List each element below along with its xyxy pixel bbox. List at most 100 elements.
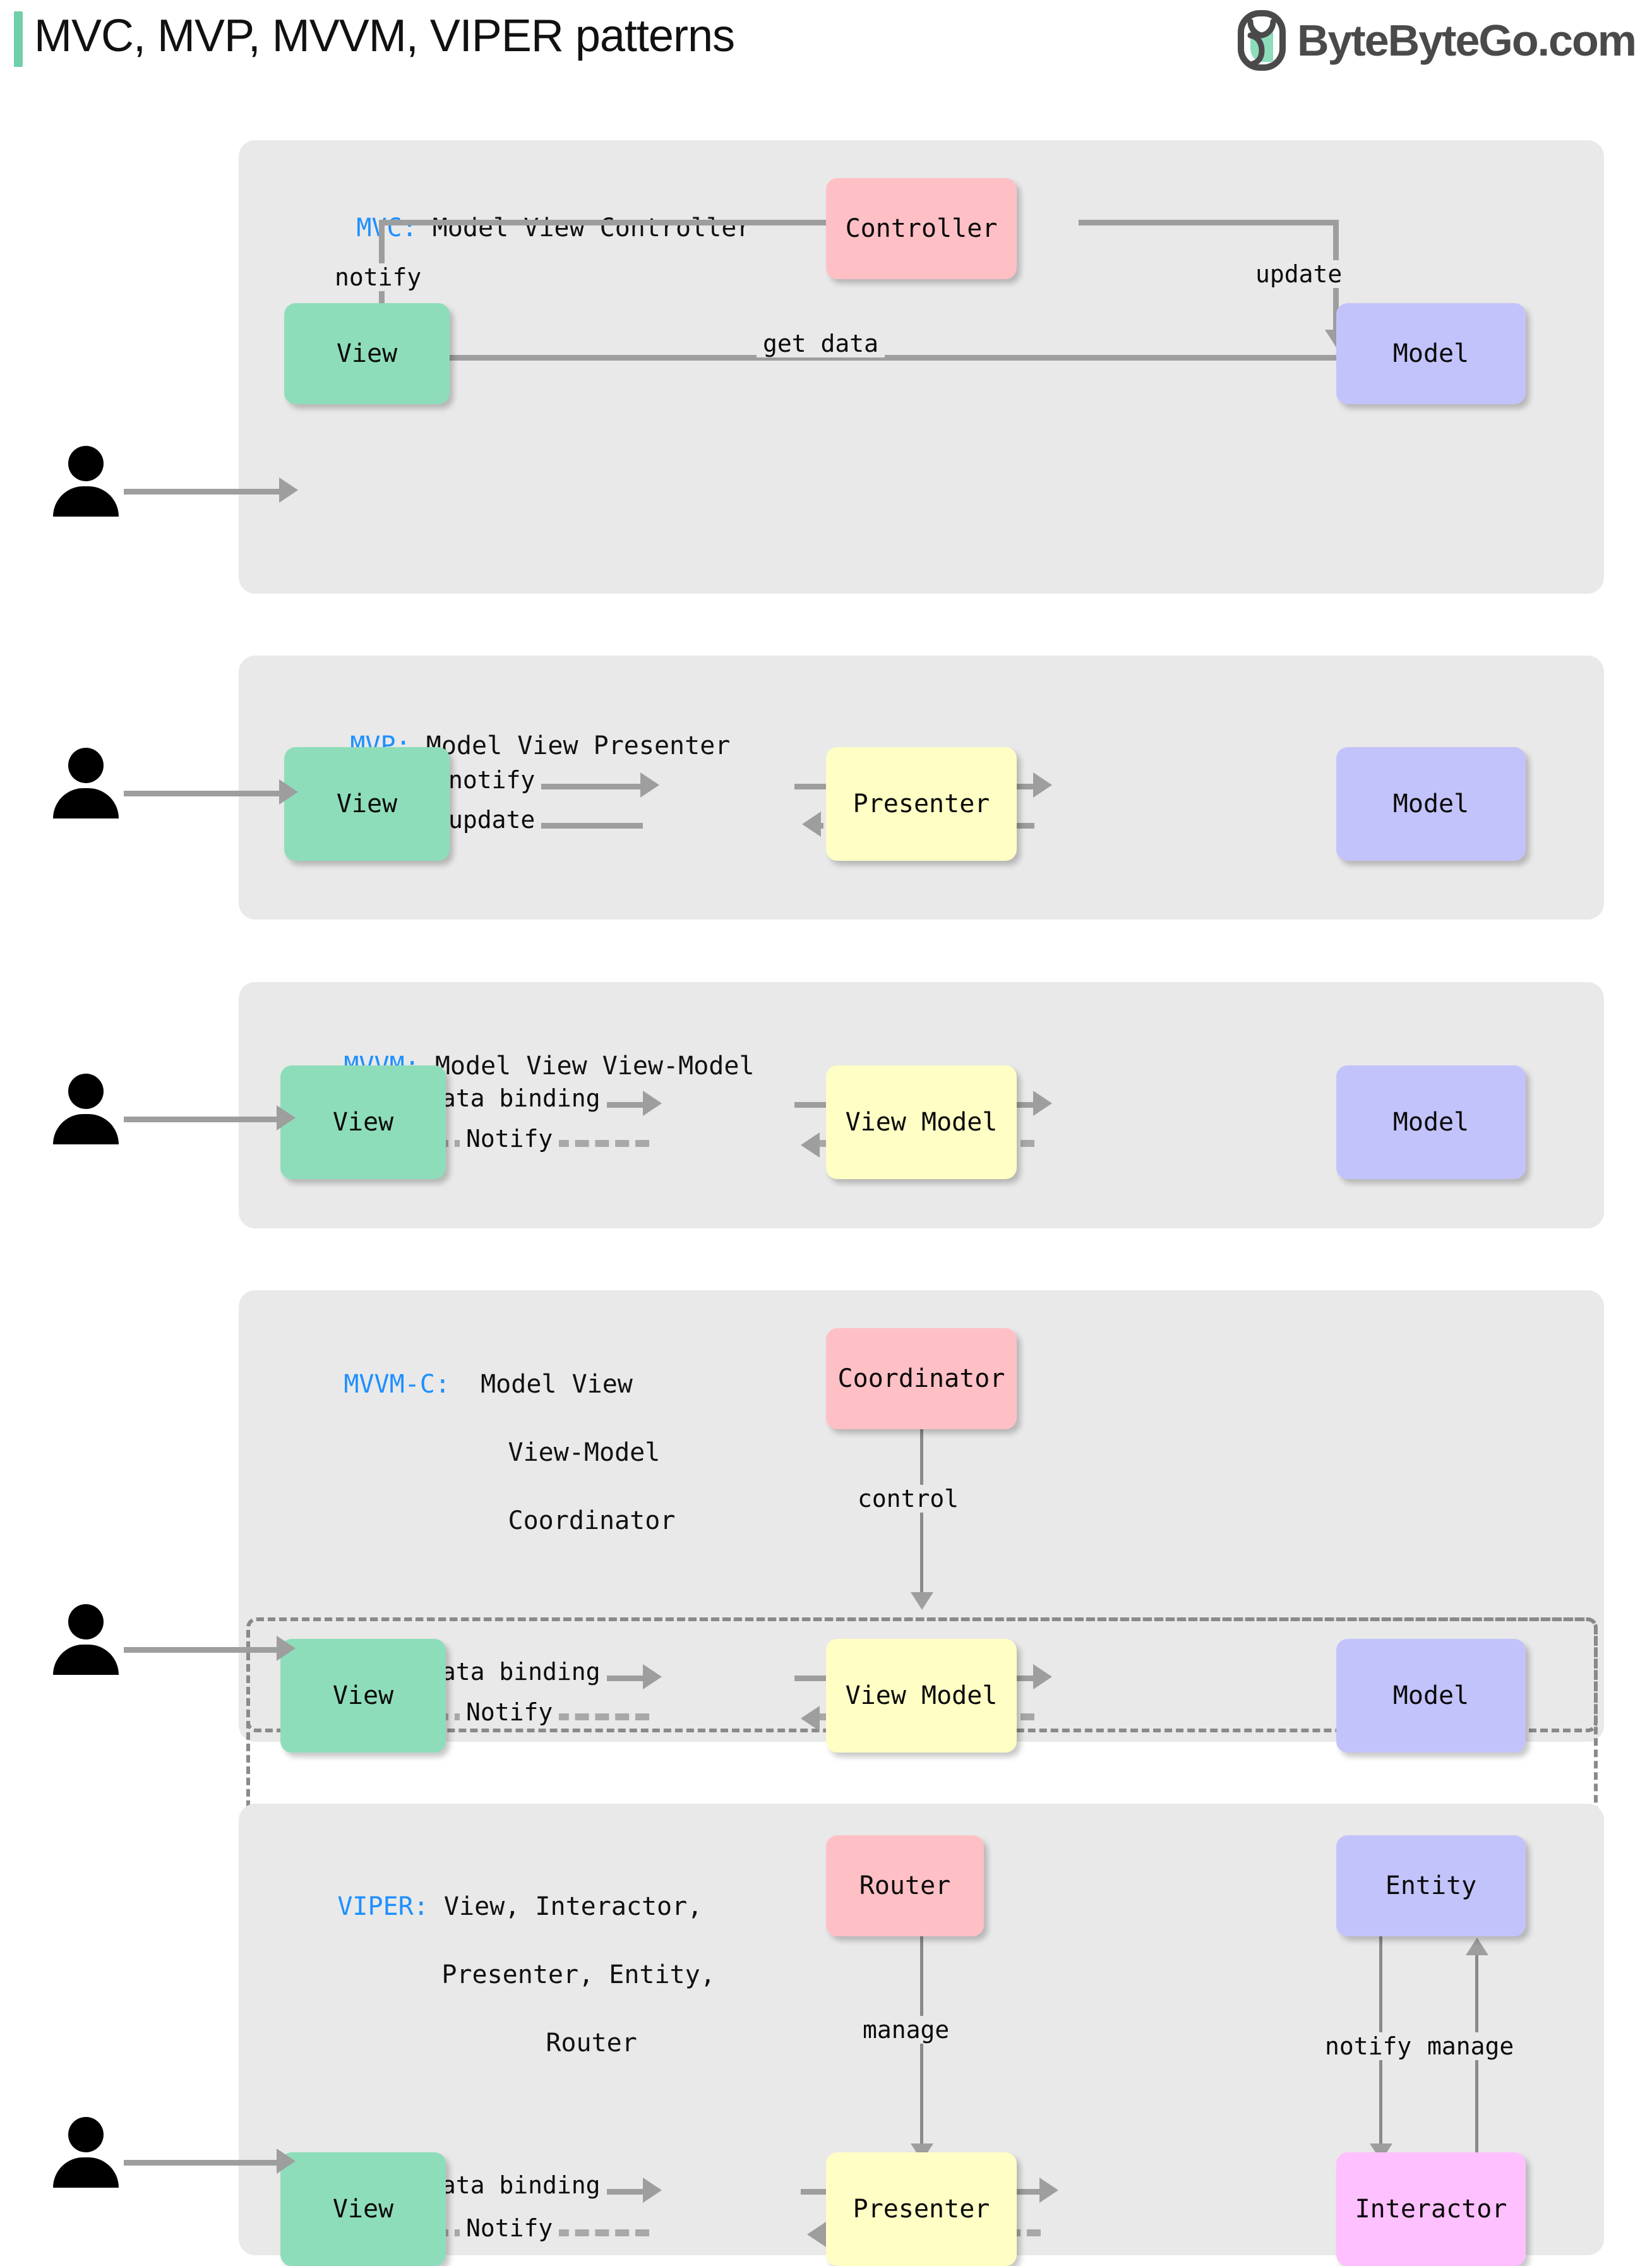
viper-edge-label-manage-router: manage	[856, 2016, 956, 2044]
user-person-icon-mvc	[53, 446, 119, 517]
mvc-edge-label-getdata: get data	[757, 330, 885, 357]
user-person-icon-viper	[53, 2117, 119, 2188]
node-mvc-controller[interactable]: Controller	[826, 178, 1017, 279]
node-mvvm-model-label: Model	[1392, 1108, 1469, 1137]
mvvmc-edge-label-notify-left: Notify	[460, 1698, 560, 1726]
section-mvc-title: Model View Controller	[417, 213, 752, 243]
section-mvc-label: MVC: Model View Controller	[296, 177, 751, 279]
node-mvvmc-model[interactable]: Model	[1336, 1639, 1526, 1753]
node-mvp-presenter[interactable]: Presenter	[826, 747, 1017, 861]
mvp-notify-arrowhead	[640, 772, 659, 798]
node-viper-router-label: Router	[859, 1871, 951, 1900]
node-viper-entity[interactable]: Entity	[1336, 1835, 1526, 1936]
person-head-icon	[68, 2117, 104, 2152]
person-body-icon	[53, 1645, 119, 1675]
node-mvvmc-viewmodel[interactable]: View Model	[826, 1639, 1017, 1753]
mvp-user-to-view-line	[124, 791, 282, 796]
node-mvp-presenter-label: Presenter	[853, 789, 990, 818]
section-mvvmc-label: MVVM-C: Model View View-Model Coordinato…	[283, 1333, 675, 1572]
section-mvp-label: MVP: Model View Presenter	[289, 695, 730, 797]
mvc-getdata-hline	[447, 355, 1338, 361]
node-viper-entity-label: Entity	[1385, 1871, 1477, 1900]
node-mvvm-model[interactable]: Model	[1336, 1065, 1526, 1179]
node-viper-view[interactable]: View	[280, 2152, 446, 2266]
node-viper-view-label: View	[332, 2195, 394, 2224]
brand-logo: ByteByteGo.com	[1237, 9, 1637, 72]
node-mvvmc-viewmodel-label: View Model	[845, 1681, 998, 1710]
page-header: MVC, MVP, MVVM, VIPER patterns ByteByteG…	[0, 0, 1652, 95]
viper-edge-label-manage-entity: manage	[1421, 2032, 1521, 2060]
viper-edge-label-notify-entity: notify	[1319, 2032, 1418, 2060]
section-viper-title-l3: Router	[546, 2029, 637, 2058]
mvc-user-to-view-line	[124, 489, 282, 495]
mvp-edge-label-notify: notify	[442, 766, 542, 794]
user-person-icon-mvvmc	[53, 1604, 119, 1675]
bytebytego-mark-icon	[1237, 10, 1286, 71]
section-mvvm-c: MVVM-C: Model View View-Model Coordinato…	[239, 1290, 1604, 1821]
mvp-getdata-arrowhead	[802, 812, 821, 837]
viper-manage-router-line	[920, 1936, 923, 2151]
node-mvc-model[interactable]: Model	[1336, 303, 1526, 404]
node-mvc-view[interactable]: View	[284, 303, 450, 404]
user-person-icon-mvp	[53, 748, 119, 818]
section-mvvmc-title-l2: View-Model	[477, 1438, 661, 1467]
mvvm-edge-label-databinding: Data binding	[421, 1084, 607, 1112]
mvvmc-control-line	[920, 1429, 923, 1600]
mvvm-user-to-view-arrowhead	[277, 1105, 296, 1130]
section-mvc: MVC: Model View Controller notify update…	[239, 140, 1604, 594]
node-mvc-view-label: View	[336, 339, 398, 368]
node-mvvmc-model-label: Model	[1392, 1681, 1469, 1710]
node-mvvm-view-label: View	[332, 1108, 394, 1137]
node-viper-presenter-label: Presenter	[853, 2195, 990, 2224]
mvc-edge-label-update: update	[1249, 260, 1349, 288]
mvvmc-update-arrowhead	[1033, 1664, 1052, 1689]
mvc-edge-label-notify: notify	[328, 263, 428, 291]
node-mvp-view[interactable]: View	[284, 747, 450, 861]
node-mvvmc-view-label: View	[332, 1681, 394, 1710]
mvvmc-notify-right-arrowhead	[801, 1706, 820, 1731]
mvvm-databinding-arrowhead	[643, 1091, 662, 1116]
title-accent-bar	[14, 11, 23, 67]
mvvmc-control-arrowhead	[911, 1592, 933, 1610]
person-head-icon	[68, 446, 104, 481]
mvvm-user-to-view-line	[124, 1117, 279, 1122]
node-mvvmc-coordinator-label: Coordinator	[837, 1364, 1005, 1393]
section-mvvm: MVVM: Model View View-Model Data binding…	[239, 982, 1604, 1228]
section-viper: VIPER: View, Interactor, Presenter, Enti…	[239, 1804, 1604, 2266]
viper-update-arrowhead	[1039, 2178, 1058, 2203]
node-mvvmc-view[interactable]: View	[280, 1639, 446, 1753]
node-mvp-model[interactable]: Model	[1336, 747, 1526, 861]
person-head-icon	[68, 1074, 104, 1109]
person-body-icon	[53, 2157, 119, 2188]
person-body-icon	[53, 486, 119, 517]
section-mvvmc-title-l1: Model View	[450, 1370, 633, 1399]
user-person-icon-mvvm	[53, 1074, 119, 1144]
mvvmc-user-to-view-arrowhead	[277, 1636, 296, 1661]
node-mvvm-viewmodel[interactable]: View Model	[826, 1065, 1017, 1179]
node-viper-router[interactable]: Router	[826, 1835, 984, 1936]
person-head-icon	[68, 748, 104, 783]
mvc-notify-hline	[379, 220, 859, 225]
section-mvvmc-key: MVVM-C:	[344, 1370, 450, 1399]
node-mvc-model-label: Model	[1392, 339, 1469, 368]
node-mvvm-view[interactable]: View	[280, 1065, 446, 1179]
section-mvvmc-title-l3: Coordinator	[477, 1506, 676, 1535]
viper-notify-right-arrowhead	[807, 2222, 826, 2247]
brand-name: ByteByteGo.com	[1296, 16, 1637, 65]
section-mvvm-title: Model View View-Model	[419, 1052, 755, 1081]
person-body-icon	[53, 788, 119, 818]
mvvm-update-arrowhead	[1033, 1091, 1052, 1116]
viper-user-to-view-arrowhead	[277, 2149, 296, 2174]
mvc-user-to-view-arrowhead	[279, 477, 298, 503]
node-mvp-model-label: Model	[1392, 789, 1469, 818]
node-mvc-controller-label: Controller	[845, 214, 998, 243]
section-viper-title-l2: Presenter, Entity,	[441, 1960, 715, 1989]
node-mvvm-viewmodel-label: View Model	[845, 1108, 998, 1137]
mvp-edge-label-update-left: update	[442, 806, 542, 834]
node-viper-presenter[interactable]: Presenter	[826, 2152, 1017, 2266]
section-viper-key: VIPER:	[337, 1892, 429, 1921]
node-mvvmc-coordinator[interactable]: Coordinator	[826, 1328, 1017, 1429]
viper-manage-entity-arrowhead	[1466, 1938, 1488, 1955]
node-viper-interactor[interactable]: Interactor	[1336, 2152, 1526, 2266]
page-title: MVC, MVP, MVVM, VIPER patterns	[34, 11, 735, 61]
